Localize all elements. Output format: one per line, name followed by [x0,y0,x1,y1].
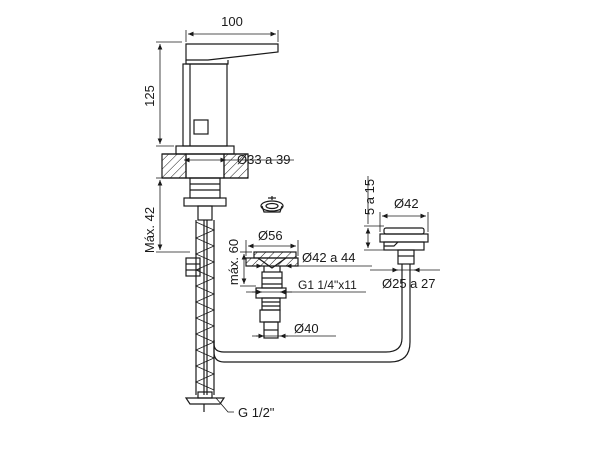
deck-cap [379,227,429,265]
popup-waste [245,196,299,339]
flexible-hose-left [184,220,226,412]
dim-range-5-15: 5 a 15 [362,179,377,215]
dim-dia-40: Ø40 [294,321,319,336]
dim-dia-56: Ø56 [258,228,283,243]
dim-dia-42-44: Ø42 a 44 [302,250,356,265]
faucet-body [161,43,279,221]
dim-dia-42: Ø42 [394,196,419,211]
popup-rod-tube [213,264,411,363]
dim-height-125: 125 [142,85,157,107]
dim-dia-33-39: Ø33 a 39 [237,152,291,167]
dimension-lines [156,30,440,413]
dim-thread-g12: G 1/2" [238,405,275,420]
dim-dia-25-27: Ø25 a 27 [382,276,436,291]
dim-thread-g1: G1 1/4"x11 [298,278,357,292]
dim-width-100: 100 [221,14,243,29]
dim-max-60: máx. 60 [226,239,241,285]
dim-max-42: Máx. 42 [142,207,157,253]
